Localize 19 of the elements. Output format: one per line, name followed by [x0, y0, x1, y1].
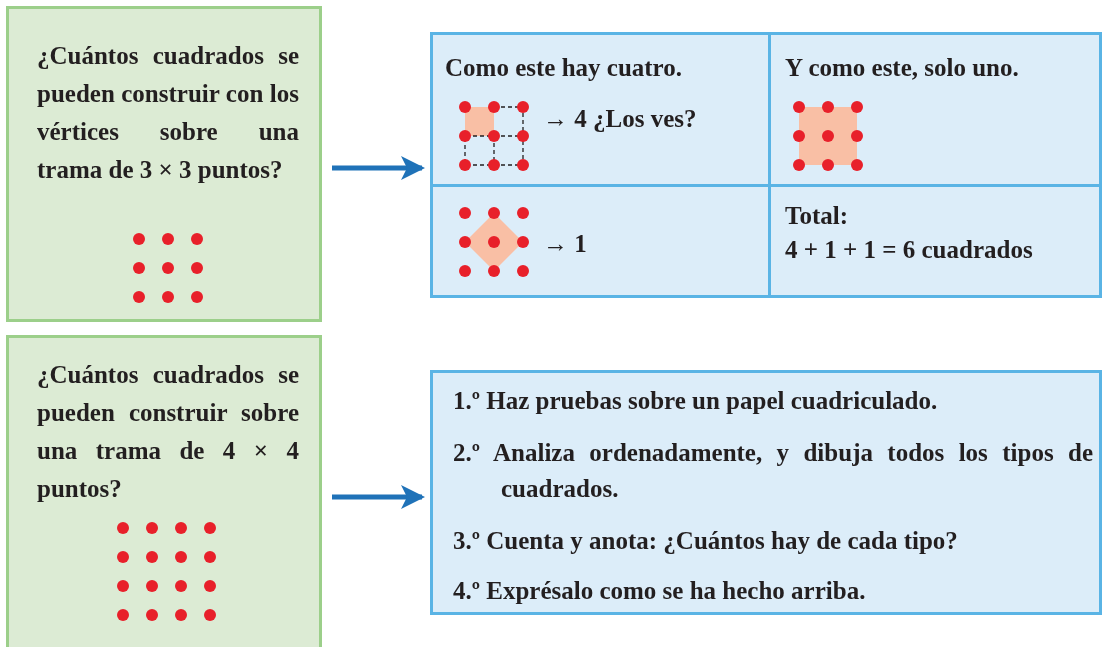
- step-text: 3.º Cuenta y anota: ¿Cuántos hay de cada tipo?: [453, 526, 959, 556]
- step-text: 4.º Exprésalo como se ha hecho arriba.: [453, 576, 867, 606]
- cell-text: Como este hay cuatro.: [445, 53, 683, 83]
- step-text: 2.º Analiza ordenadamente, y dibuja todos los tipos de cuadrados.: [453, 438, 1093, 504]
- cell-text: → 1: [543, 229, 588, 259]
- step-text: 1.º Haz pruebas sobre un papel cuadriculado.: [453, 386, 939, 416]
- cell-text: 4 + 1 + 1 = 6 cuadrados: [785, 235, 1034, 265]
- cell-text: → 4 ¿Los ves?: [543, 104, 698, 134]
- cell-text: Total:: [785, 201, 849, 231]
- arrow: [332, 156, 425, 180]
- arrow: [332, 485, 425, 509]
- question-card: [6, 6, 322, 322]
- question-text: ¿Cuántos cuadrados se pueden construir con los vértices sobre una trama de 3 × 3 puntos?: [37, 41, 299, 185]
- question-card: [6, 335, 322, 647]
- question-text: ¿Cuántos cuadrados se pueden construir sobre una trama de 4 × 4 puntos?: [37, 360, 299, 504]
- steps-panel: [430, 370, 1102, 615]
- table-panel: [430, 32, 1102, 298]
- cell-text: Y como este, solo uno.: [785, 53, 1020, 83]
- table-cell: [433, 35, 771, 187]
